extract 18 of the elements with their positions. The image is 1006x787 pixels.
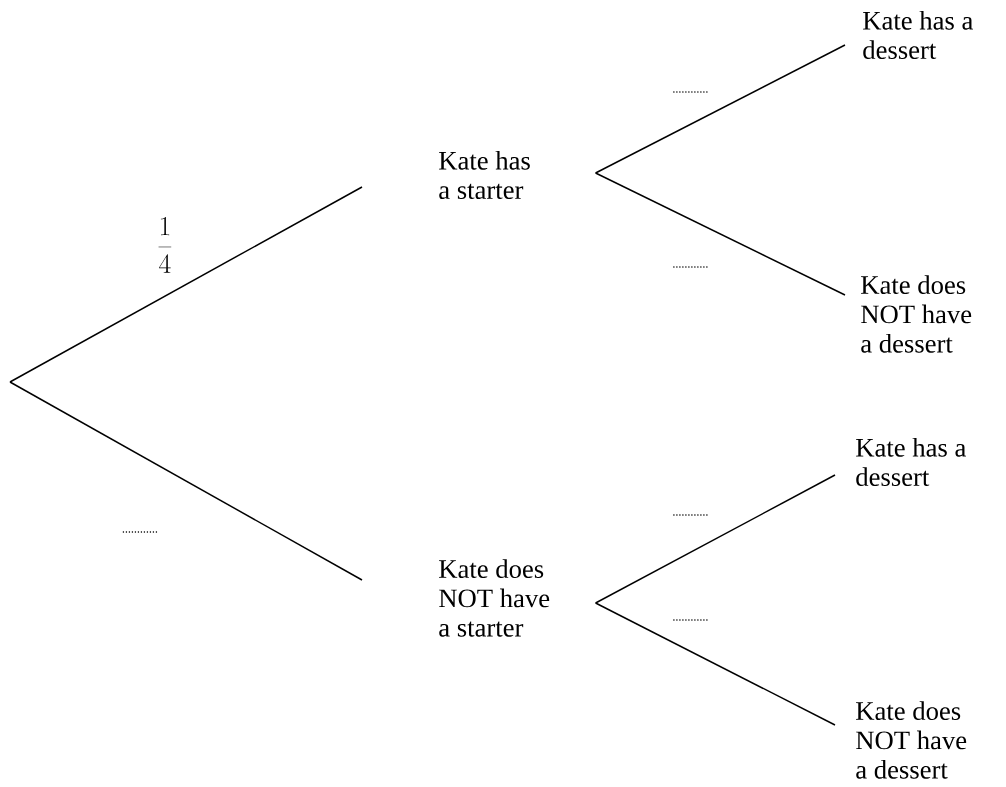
outcome-label: Kate has a dessert	[856, 437, 966, 487]
outcome-label: Kate does NOT have a dessert	[861, 275, 972, 353]
branch-line	[9, 186, 363, 383]
answer-blank: ............	[122, 531, 158, 533]
probability-fraction: $\frac{1}{4}$	[158, 216, 172, 273]
branch-line	[594, 44, 846, 174]
branch-line	[9, 381, 363, 581]
outcome-label: Kate does NOT have a dessert	[856, 701, 967, 779]
answer-blank: ............	[673, 619, 708, 621]
branch-line	[594, 172, 846, 296]
outcome-label: Kate has a dessert	[863, 10, 973, 60]
answer-blank: ............	[673, 514, 708, 516]
answer-blank: ............	[673, 91, 708, 93]
answer-blank: ............	[673, 266, 708, 268]
outcome-label: Kate does NOT have a starter	[439, 559, 550, 637]
branch-line	[594, 602, 836, 726]
branch-line	[594, 474, 836, 604]
outcome-label: Kate has a starter	[439, 150, 530, 200]
